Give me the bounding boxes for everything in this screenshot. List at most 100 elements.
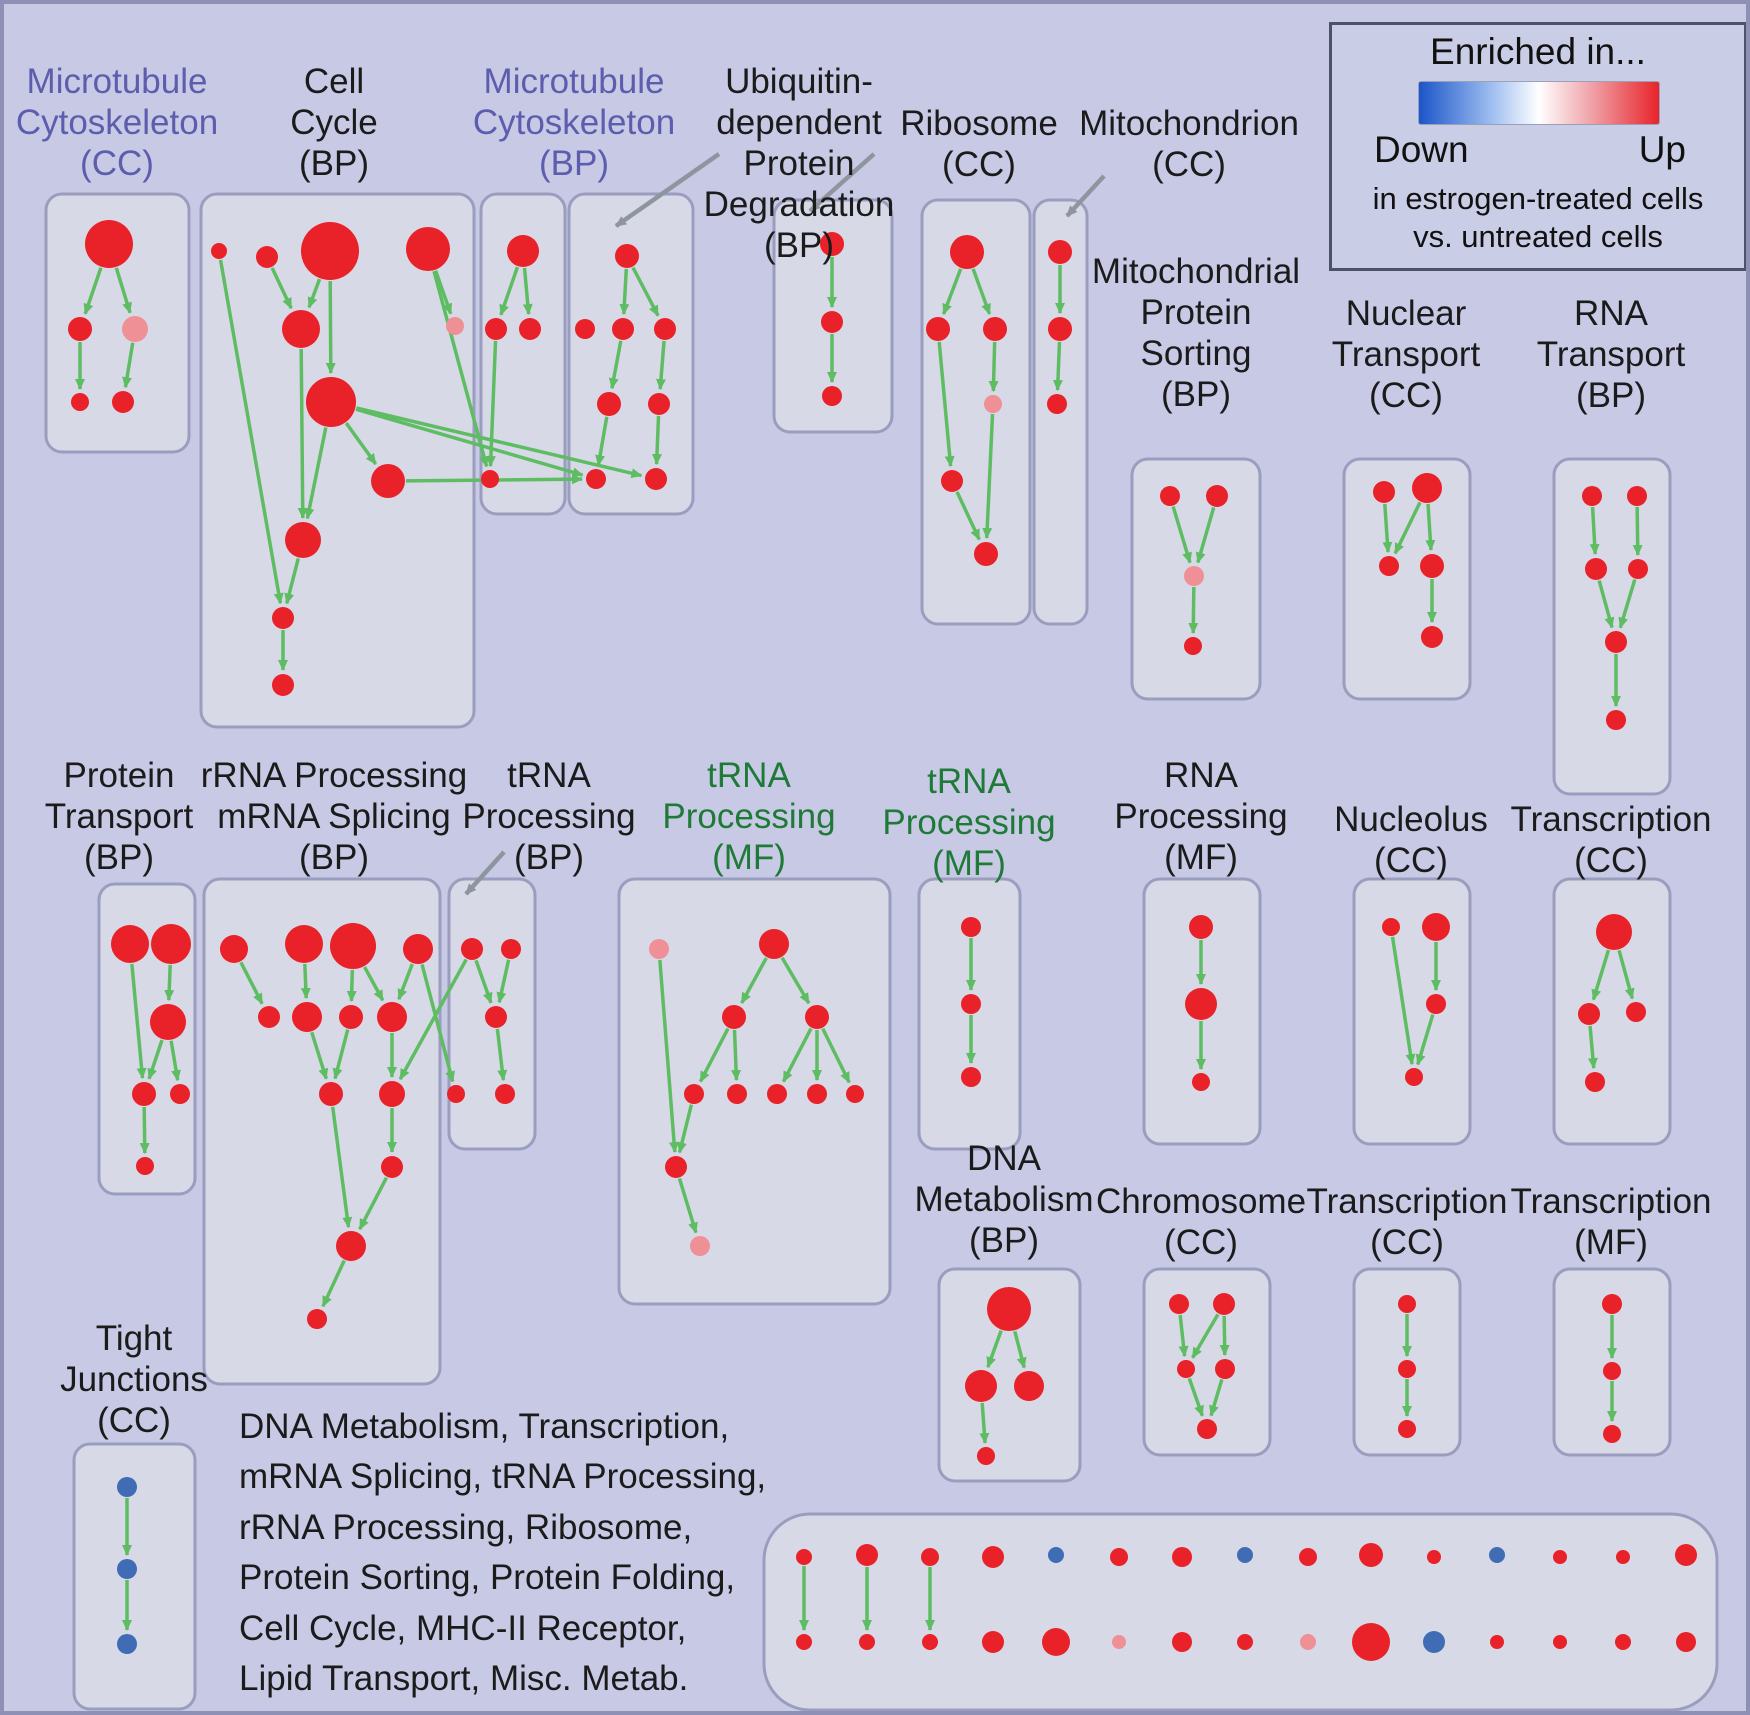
go-term-node-i4 <box>1420 554 1444 578</box>
go-term-node-d6 <box>648 393 670 415</box>
go-term-node-n1 <box>649 939 669 959</box>
edge-f1-f2 <box>942 268 963 315</box>
edge-l2-l6 <box>300 963 311 1000</box>
go-term-node-c3 <box>519 318 541 340</box>
go-term-node-d3 <box>612 318 634 340</box>
go-term-node-x7 <box>1172 1547 1192 1567</box>
annotation-arrow-1 <box>614 152 721 228</box>
label-mitochondrial-protein-sorting-bp: Mitochondrial Protein Sorting (BP) <box>1091 252 1301 414</box>
go-term-node-n4 <box>805 1005 829 1029</box>
group-box-tight-junctions <box>72 1442 197 1711</box>
go-term-node-b5 <box>282 310 320 348</box>
go-term-node-l3 <box>330 923 376 969</box>
go-term-node-q1 <box>1382 918 1400 936</box>
go-term-node-t2 <box>1213 1293 1235 1315</box>
edge-l3-l7 <box>346 969 357 1003</box>
edge-b2-b5 <box>270 267 293 310</box>
edge-n3-n5 <box>698 1027 730 1083</box>
go-term-node-l9 <box>319 1082 343 1106</box>
go-term-node-x6 <box>1110 1548 1128 1566</box>
go-term-node-q2 <box>1422 913 1450 941</box>
go-term-node-a1 <box>85 220 133 268</box>
go-term-node-f6 <box>974 542 998 566</box>
edge-b7-b8 <box>344 422 378 465</box>
edge-n3-n6 <box>731 1029 742 1082</box>
edge-l4-l8 <box>397 963 414 1001</box>
go-term-node-y11 <box>1423 1631 1445 1653</box>
edge-l7-l9 <box>332 1029 350 1080</box>
edge-l3-l8 <box>363 966 385 1002</box>
edge-b1-b10 <box>218 259 284 605</box>
go-term-node-x15 <box>1675 1544 1697 1566</box>
go-term-node-v3 <box>1603 1425 1621 1443</box>
edge-t4-t5 <box>1209 1379 1224 1417</box>
edge-l4-m4 <box>420 964 456 1083</box>
go-term-node-c4 <box>481 470 499 488</box>
edge-r1-r2 <box>1591 949 1611 1001</box>
go-term-node-e2 <box>821 311 843 333</box>
go-term-node-l12 <box>336 1231 366 1261</box>
edge-k1-k4 <box>130 963 147 1080</box>
go-term-node-n10 <box>665 1156 687 1178</box>
edge-l11-l12 <box>358 1176 389 1231</box>
go-term-node-s3 <box>1014 1371 1044 1401</box>
label-cell-cycle-bp: Cell Cycle (BP) <box>290 62 378 183</box>
go-term-node-y15 <box>1676 1632 1696 1652</box>
go-term-node-y13 <box>1553 1635 1567 1649</box>
legend-title: Enriched in... <box>1430 31 1646 72</box>
go-term-node-i5 <box>1421 626 1443 648</box>
go-term-node-b7 <box>306 377 356 427</box>
go-term-node-l6 <box>292 1002 322 1032</box>
label-tight-junctions-cc: Tight Junctions (CC) <box>60 1319 208 1440</box>
edge-f3-f5 <box>988 341 999 393</box>
go-term-node-y9 <box>1300 1634 1316 1650</box>
go-term-node-l2 <box>285 925 323 963</box>
go-term-node-v1 <box>1602 1294 1622 1314</box>
go-term-node-n6 <box>727 1084 747 1104</box>
go-term-node-i1 <box>1373 481 1395 503</box>
edge-l6-l9 <box>310 1031 329 1080</box>
legend-subtitle-line2: vs. untreated cells <box>1413 219 1663 254</box>
legend-gradient-bar <box>1418 81 1660 125</box>
go-term-node-n9 <box>846 1085 864 1103</box>
go-term-node-y14 <box>1615 1634 1631 1650</box>
edge-j1-j3 <box>1589 506 1600 556</box>
edge-l1-l5 <box>239 961 264 1005</box>
edge-b3-b5 <box>307 278 322 309</box>
go-term-node-b3 <box>301 222 359 280</box>
go-term-node-t1 <box>1169 1294 1189 1314</box>
edge-h1-h3 <box>1171 506 1192 564</box>
edge-n5-n10 <box>677 1104 694 1154</box>
go-term-node-k6 <box>136 1157 154 1175</box>
go-term-node-i3 <box>1379 556 1399 576</box>
go-term-node-x9 <box>1299 1548 1317 1566</box>
label-trna-processing-mf-1: tRNA Processing (MF) <box>662 756 836 877</box>
go-term-node-s2 <box>965 1370 997 1402</box>
edge-n4-n7 <box>781 1027 813 1083</box>
go-term-node-n8 <box>807 1084 827 1104</box>
go-term-node-i2 <box>1412 473 1442 503</box>
group-box-microtubule-bp <box>479 192 567 516</box>
legend: Enriched in... Down Up in estrogen-treat… <box>1329 22 1746 271</box>
edge-t3-t5 <box>1187 1377 1205 1417</box>
group-box-nuclear-transport <box>1342 457 1472 701</box>
edge-s1-s3 <box>1013 1330 1027 1369</box>
edge-n10-n11 <box>677 1177 698 1234</box>
edge-f1-f3 <box>971 268 992 315</box>
annotation-arrow-4 <box>464 850 506 896</box>
edge-b4-b6 <box>433 270 453 315</box>
go-term-node-m1 <box>461 938 483 960</box>
go-term-node-m3 <box>485 1006 507 1028</box>
label-microtubule-cytoskeleton-bp: Microtubule Cytoskeleton (BP) <box>472 62 676 183</box>
go-term-node-l8 <box>377 1002 407 1032</box>
label-mitochondrion-cc: Mitochondrion (CC) <box>1079 104 1299 184</box>
go-term-node-y7 <box>1172 1632 1192 1652</box>
go-term-node-t5 <box>1197 1419 1217 1439</box>
edge-d3-d5 <box>608 340 623 390</box>
edge-d6-d8 <box>652 415 662 466</box>
go-term-node-j6 <box>1606 710 1626 730</box>
edge-c1-c3 <box>522 267 533 316</box>
go-term-node-d7 <box>586 469 606 489</box>
go-term-node-j2 <box>1627 486 1647 506</box>
go-term-node-v2 <box>1603 1362 1621 1380</box>
